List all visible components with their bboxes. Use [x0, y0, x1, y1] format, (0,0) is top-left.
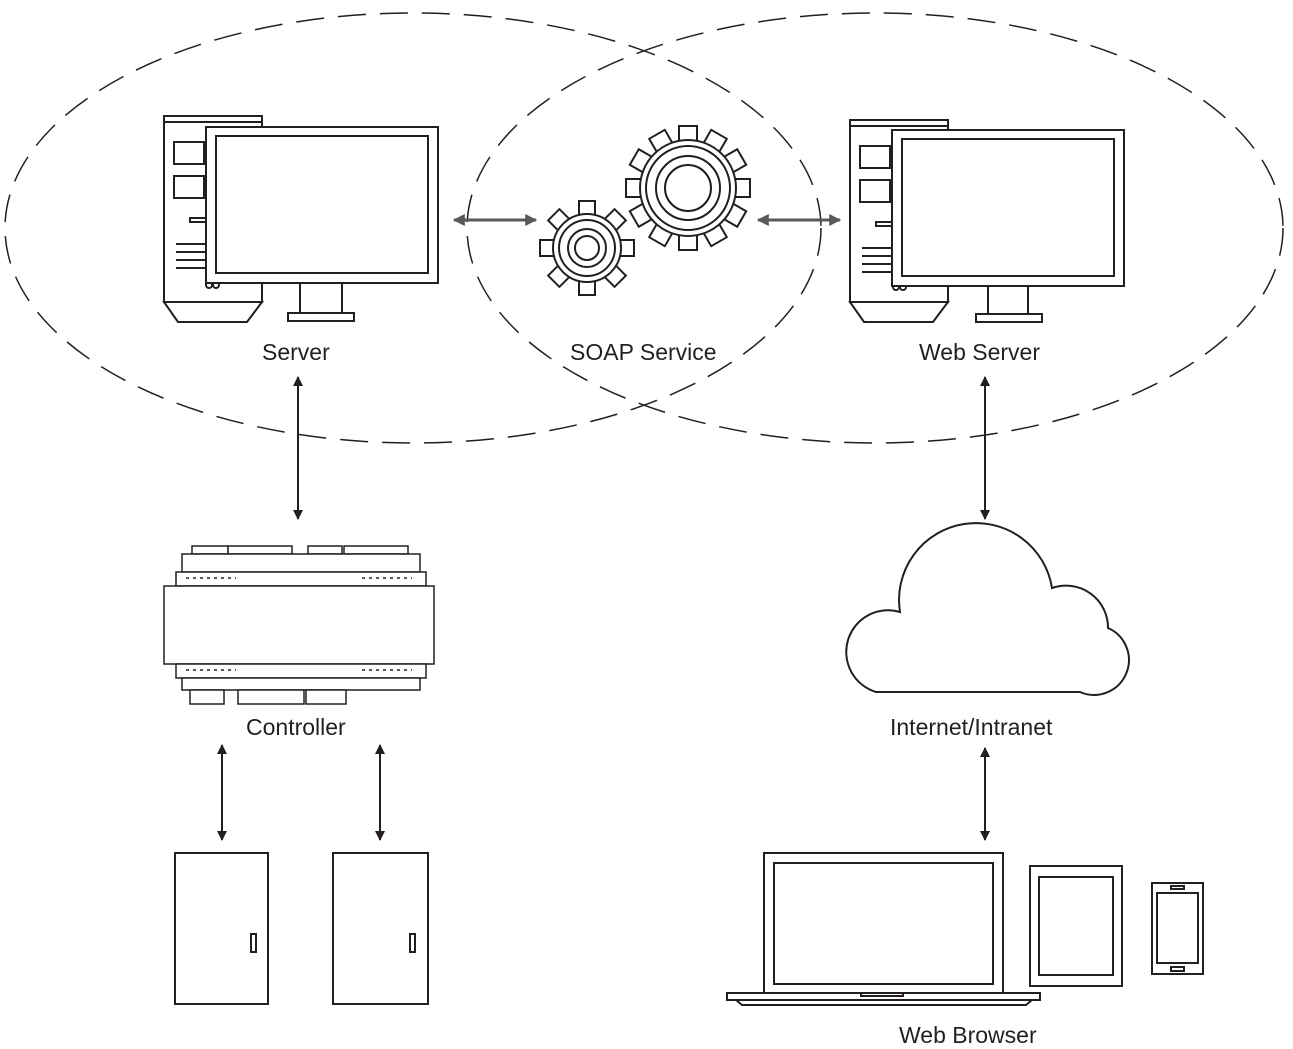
phone-icon: [1151, 882, 1204, 975]
controller-label: Controller: [246, 714, 346, 740]
web-server-label: Web Server: [919, 339, 1041, 365]
cloud-icon: [845, 522, 1130, 696]
web-browser-label: Web Browser: [899, 1022, 1037, 1048]
internet-intranet-label: Internet/Intranet: [890, 714, 1053, 740]
gears-icon: [539, 125, 751, 296]
soap-service-label: SOAP Service: [570, 339, 717, 365]
server-computer-icon: [162, 115, 439, 323]
server-label: Server: [262, 339, 330, 365]
server-zone-ellipse: [4, 12, 822, 444]
controller-icon: [163, 545, 435, 705]
laptop-icon: [726, 852, 1041, 1006]
web-zone-ellipse: [466, 12, 1284, 444]
door-icon: [332, 852, 429, 1005]
tablet-icon: [1029, 865, 1123, 987]
door-icon: [174, 852, 269, 1005]
web-server-computer-icon: [848, 119, 1125, 323]
